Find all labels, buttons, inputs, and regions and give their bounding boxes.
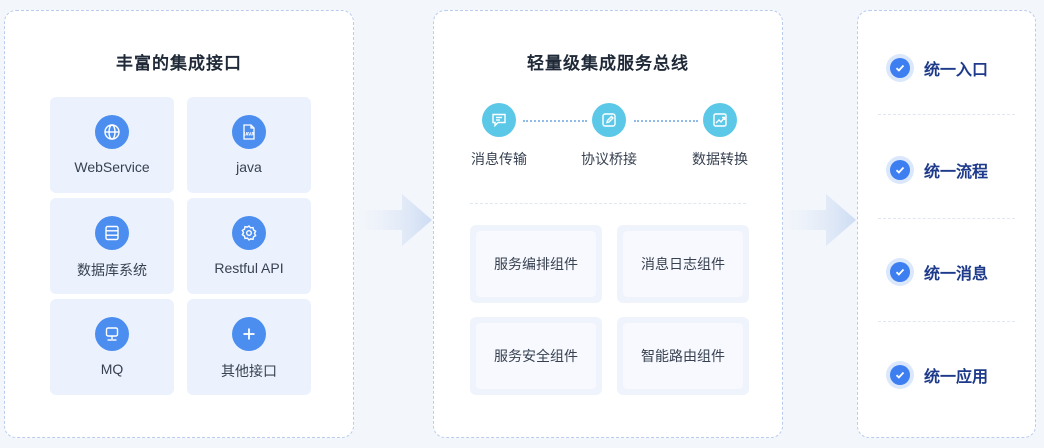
capability-item: 统一流程 xyxy=(886,155,988,185)
service-bus-panel: 轻量级集成服务总线 消息传输 协议桥接 数据转换 服务编排组件 消息日志组件 xyxy=(433,10,783,438)
tile-label: WebService xyxy=(74,159,150,175)
flow-connector xyxy=(634,120,698,122)
component-card[interactable]: 智能路由组件 xyxy=(617,317,749,395)
svg-text:JAVA: JAVA xyxy=(243,132,255,137)
database-icon xyxy=(95,216,129,250)
tile-label: MQ xyxy=(100,361,124,377)
flow-label: 消息传输 xyxy=(471,151,527,167)
component-card[interactable]: 消息日志组件 xyxy=(617,225,749,303)
flow-step-message-transfer: 消息传输 xyxy=(454,103,544,169)
capability-item: 统一入口 xyxy=(886,53,988,83)
flow-arrow-icon xyxy=(356,180,436,260)
integration-interfaces-panel: 丰富的集成接口 WebService JAVA java 数据库系统 xyxy=(4,10,354,438)
component-label: 智能路由组件 xyxy=(623,323,743,389)
divider xyxy=(470,203,746,204)
panel-title: 丰富的集成接口 xyxy=(116,54,242,73)
tile-webservice[interactable]: WebService xyxy=(50,97,174,193)
component-label: 服务编排组件 xyxy=(476,231,596,297)
tile-label: Restful API xyxy=(214,260,284,276)
panel-title: 轻量级集成服务总线 xyxy=(527,54,689,73)
check-circle-icon xyxy=(886,361,914,389)
component-label: 服务安全组件 xyxy=(476,323,596,389)
plus-icon xyxy=(232,317,266,351)
tile-label: java xyxy=(236,159,262,175)
component-label: 消息日志组件 xyxy=(623,231,743,297)
capability-item: 统一应用 xyxy=(886,360,988,390)
tile-label: 其他接口 xyxy=(221,363,277,379)
divider xyxy=(878,114,1015,115)
check-circle-icon xyxy=(886,156,914,184)
edit-icon xyxy=(592,103,626,137)
api-gear-icon xyxy=(232,216,266,250)
flow-label: 数据转换 xyxy=(692,151,748,167)
tile-label: 数据库系统 xyxy=(77,262,147,278)
capability-label: 统一流程 xyxy=(924,164,989,181)
divider xyxy=(878,321,1015,322)
tile-database[interactable]: 数据库系统 xyxy=(50,198,174,294)
flow-step-protocol-bridge: 协议桥接 xyxy=(564,103,654,169)
trend-chart-icon xyxy=(703,103,737,137)
capability-label: 统一应用 xyxy=(924,369,989,386)
divider xyxy=(878,218,1015,219)
tile-other-interfaces[interactable]: 其他接口 xyxy=(187,299,311,395)
java-file-icon: JAVA xyxy=(232,115,266,149)
flow-label: 协议桥接 xyxy=(581,151,637,167)
check-circle-icon xyxy=(886,258,914,286)
flow-step-data-conversion: 数据转换 xyxy=(675,103,765,169)
globe-icon xyxy=(95,115,129,149)
tile-java[interactable]: JAVA java xyxy=(187,97,311,193)
unified-capabilities-panel: 统一入口 统一流程 统一消息 统一应用 xyxy=(857,10,1036,438)
check-circle-icon xyxy=(886,54,914,82)
message-icon xyxy=(482,103,516,137)
component-card[interactable]: 服务编排组件 xyxy=(470,225,602,303)
server-icon xyxy=(95,317,129,351)
capability-item: 统一消息 xyxy=(886,257,988,287)
flow-connector xyxy=(523,120,587,122)
tile-restful-api[interactable]: Restful API xyxy=(187,198,311,294)
capability-label: 统一消息 xyxy=(924,266,989,283)
flow-arrow-icon xyxy=(780,180,860,260)
component-card[interactable]: 服务安全组件 xyxy=(470,317,602,395)
tile-mq[interactable]: MQ xyxy=(50,299,174,395)
capability-label: 统一入口 xyxy=(924,62,989,79)
